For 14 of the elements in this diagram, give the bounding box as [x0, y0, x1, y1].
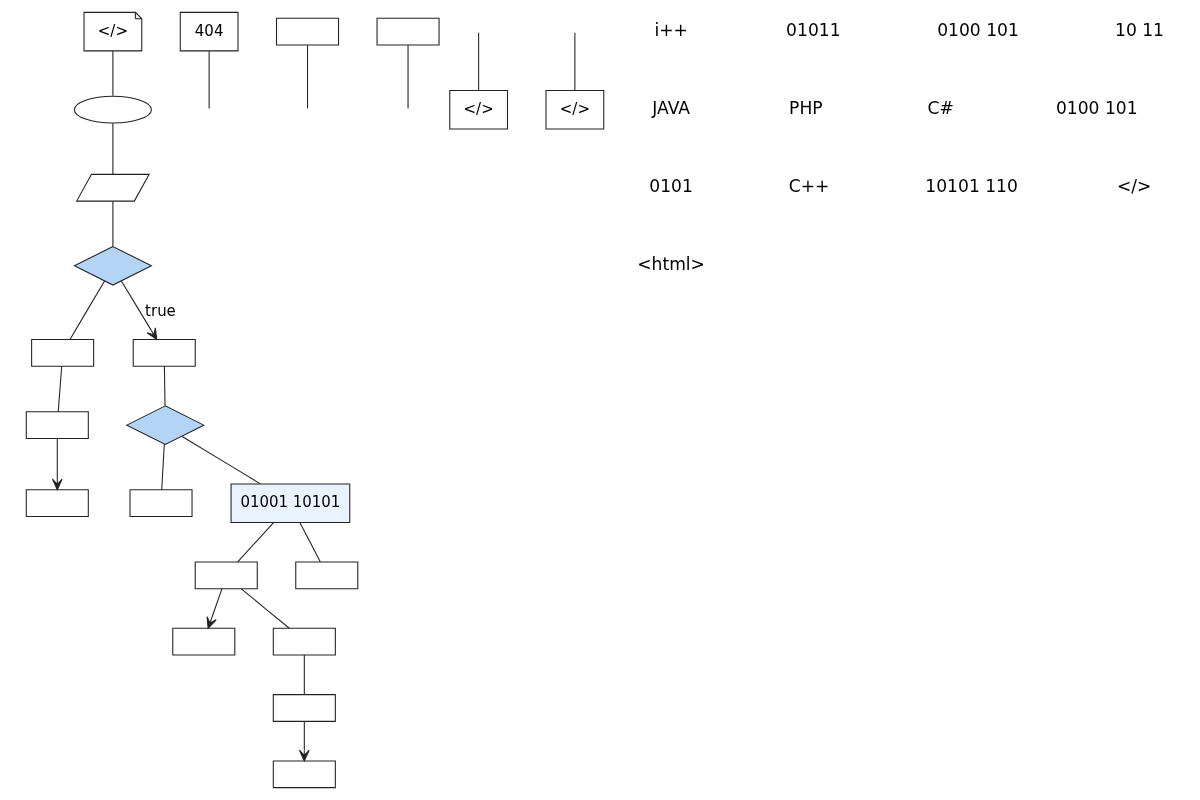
- label: 0101: [649, 175, 693, 196]
- label: 0100 101: [1055, 97, 1138, 118]
- label: 10101 110: [925, 175, 1018, 196]
- label: 0100 101: [937, 19, 1019, 40]
- label: JAVA: [652, 97, 690, 118]
- label: 01011: [786, 19, 841, 40]
- label: PHP: [789, 97, 823, 118]
- label: 10 11: [1115, 19, 1164, 40]
- label: </>: [1116, 175, 1152, 196]
- label: i++: [654, 19, 688, 40]
- edge-label: true: [145, 302, 176, 321]
- label: C++: [788, 175, 830, 196]
- label: C#: [927, 97, 954, 118]
- label: <html>: [637, 253, 705, 274]
